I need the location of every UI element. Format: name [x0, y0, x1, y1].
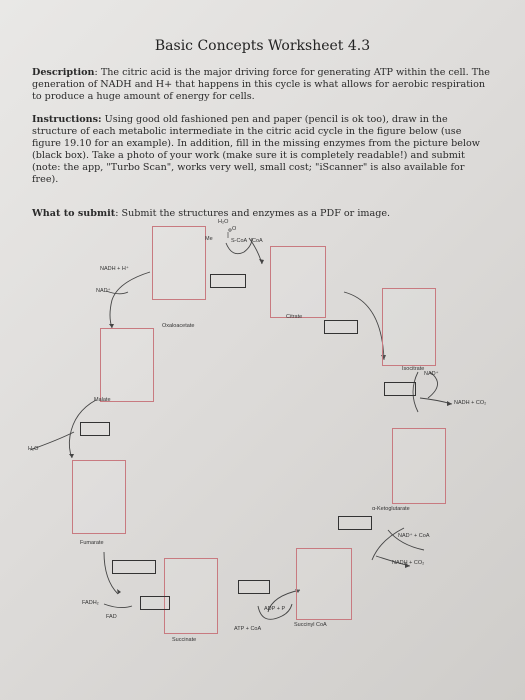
isocitrate-nad-arc: [412, 371, 419, 413]
label-h2o-top-sub: O: [232, 226, 237, 232]
structure-box-succinyl-coa[interactable]: [296, 548, 352, 620]
adp-p-arrow: [267, 589, 301, 613]
description-text: : The citric acid is the major driving f…: [32, 67, 490, 102]
succinyl-arc: [257, 603, 293, 620]
label-fad: FAD: [106, 614, 117, 620]
structure-box-ketoglutarate[interactable]: [392, 428, 446, 504]
label-s-coa: S-CoA: [231, 238, 248, 244]
label-atp-coa: ATP + CoA: [234, 626, 262, 632]
label-h2o-top: H₂O: [218, 219, 229, 225]
structure-box-succinate[interactable]: [164, 558, 218, 634]
label-nadh-h-left: NADH + H⁺: [100, 266, 129, 272]
enzyme-box-citrate-synthase[interactable]: [210, 274, 246, 288]
structure-box-isocitrate[interactable]: [382, 288, 436, 366]
structure-box-oxaloacetate[interactable]: [152, 226, 206, 300]
submit-paragraph: What to submit: Submit the structures an…: [32, 208, 492, 220]
enzyme-box-ketoglutarate-dh[interactable]: [338, 516, 372, 530]
label-nadh-co2-right: NADH + CO₂: [454, 400, 487, 406]
nad-right-arrow: [427, 371, 438, 399]
label-nadh-co2-lower: NADH + CO₂: [392, 560, 425, 566]
structure-box-citrate[interactable]: [270, 246, 326, 318]
label-oxaloacetate: Oxaloacetate: [162, 323, 195, 329]
label-fadh2: FADH₂: [82, 600, 99, 606]
label-coa: CoA: [252, 238, 263, 244]
ketoglutarate-arc: [371, 527, 405, 561]
nad-nadh-arc: [109, 271, 151, 329]
fumarate-arc: [103, 551, 119, 595]
label-succinyl-coa: Succinyl CoA: [294, 622, 327, 628]
label-isocitrate: Isocitrate: [402, 366, 425, 372]
enzyme-box-aconitase[interactable]: [324, 320, 358, 334]
structure-box-fumarate[interactable]: [72, 460, 126, 534]
label-malate: Malate: [94, 397, 111, 403]
enzyme-box-succinyl-coa-synthetase[interactable]: [238, 580, 270, 594]
label-nad-right: NAD⁺: [424, 371, 439, 377]
citrate-isocitrate-arc: [343, 291, 385, 361]
submit-text: : Submit the structures and enzymes as a…: [115, 208, 391, 219]
label-nad-left: NAD⁺: [96, 288, 111, 294]
nad-in-arrow: [105, 290, 129, 295]
label-me: Me: [205, 236, 213, 242]
page-title: Basic Concepts Worksheet 4.3: [154, 38, 371, 54]
h2o-left-arrow: [29, 431, 75, 451]
label-fumarate: Fumarate: [80, 540, 104, 546]
fad-arrow: [103, 603, 133, 609]
instructions-text: Using good old fashioned pen and paper (…: [32, 114, 480, 185]
label-succinate: Succinate: [172, 637, 197, 643]
acetyl-coa-arrow: [225, 237, 253, 255]
nad-coa-arrow: [387, 529, 425, 551]
enzyme-box-succinate-dh[interactable]: [140, 596, 170, 610]
label-ketoglutarate: α-Ketoglutarate: [372, 506, 410, 512]
malate-arc: [68, 399, 97, 459]
enzyme-box-malate-dh[interactable]: [80, 422, 110, 436]
description-label: Description: [32, 67, 95, 78]
label-adp-p: ADP + P: [264, 606, 286, 612]
label-h2o-left: H₂O: [28, 446, 39, 452]
instructions-label: Instructions:: [32, 114, 102, 125]
label-nad-coa: NAD⁺ + CoA: [398, 533, 430, 539]
description-paragraph: Description: The citric acid is the majo…: [32, 67, 492, 103]
submit-label: What to submit: [32, 208, 116, 219]
enzyme-box-fumarase[interactable]: [112, 560, 156, 574]
structure-box-malate[interactable]: [100, 328, 154, 402]
instructions-paragraph: Instructions: Using good old fashioned p…: [32, 114, 492, 186]
label-citrate: Citrate: [286, 314, 303, 320]
enzyme-box-isocitrate-dh[interactable]: [384, 382, 416, 396]
